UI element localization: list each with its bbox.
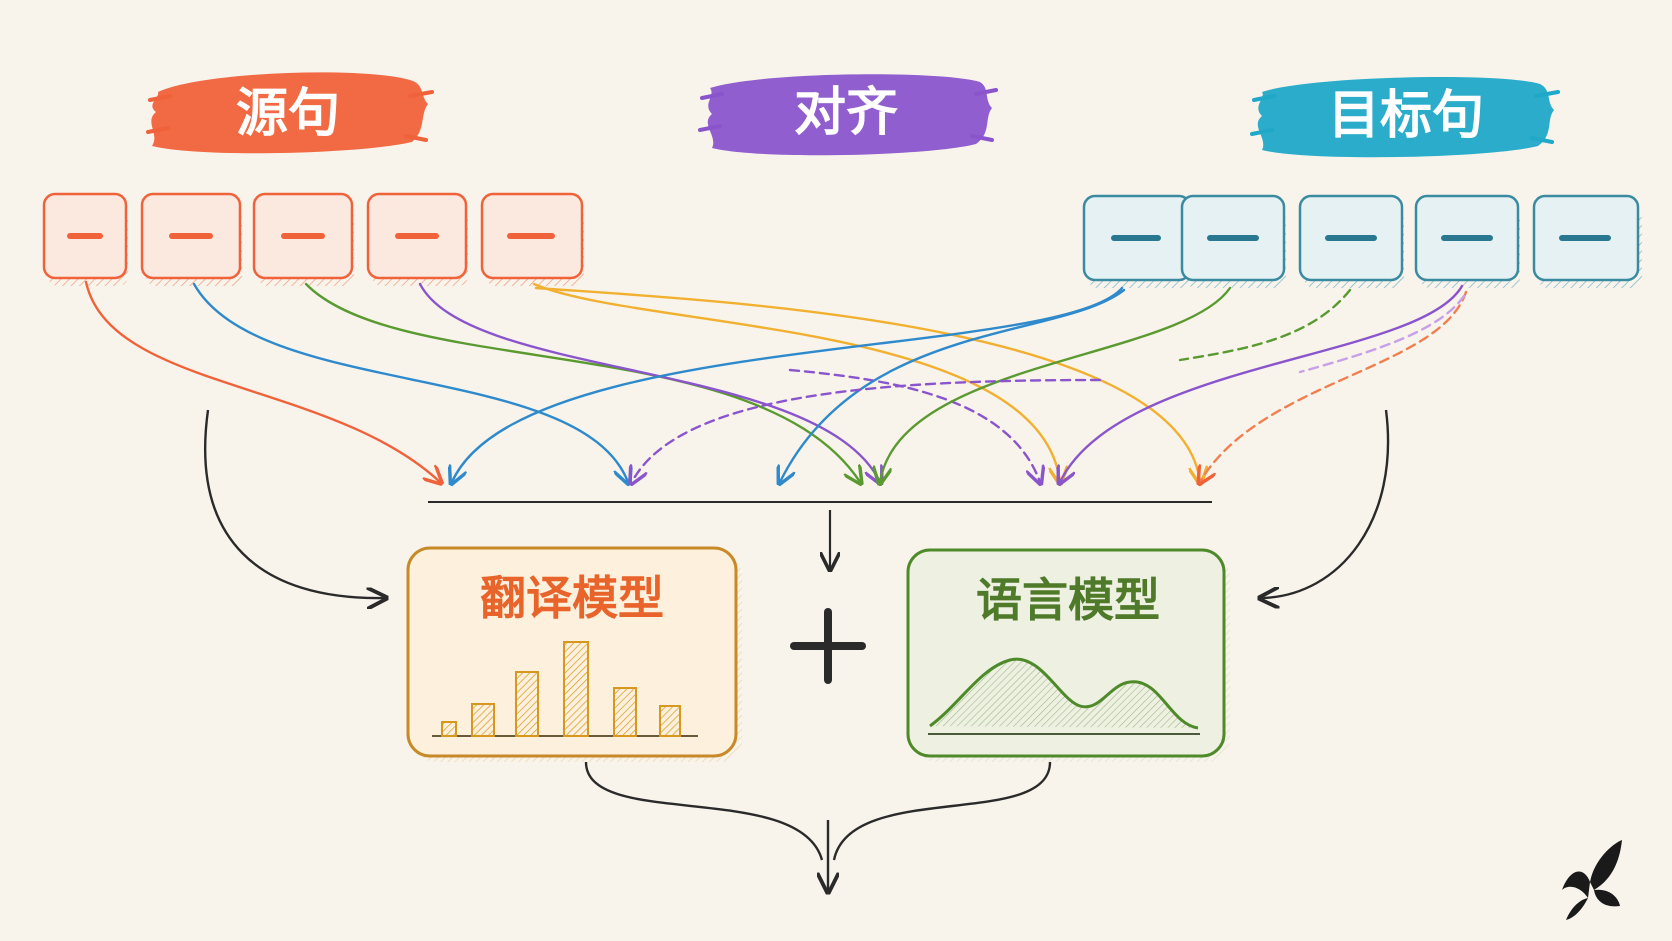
alignment-label-text: 对齐 xyxy=(794,83,898,143)
butterfly-icon xyxy=(1562,840,1622,920)
target-token xyxy=(1532,194,1642,288)
bar xyxy=(515,671,539,737)
bar xyxy=(613,687,637,737)
bar xyxy=(471,703,495,737)
source-label-text: 源句 xyxy=(236,84,340,144)
language-model: 语言模型 xyxy=(906,548,1230,762)
target-label: 目标句 xyxy=(1250,77,1560,158)
alignment-label: 对齐 xyxy=(698,74,998,156)
link-source-3-green xyxy=(304,282,860,482)
translation-model-title: 翻译模型 xyxy=(480,571,664,625)
merge-arrow-right xyxy=(832,761,1052,861)
link-target-5-orange-dashed xyxy=(1200,290,1468,482)
source-token xyxy=(480,192,584,286)
link-source-5-yellow-b xyxy=(534,286,1200,482)
language-density-curve-icon xyxy=(928,657,1200,735)
plus-sign xyxy=(790,608,866,684)
target-token xyxy=(1414,194,1520,288)
translation-bar-chart-icon xyxy=(432,641,698,737)
source-to-translation-arrow xyxy=(204,409,384,598)
target-label-brush xyxy=(1257,77,1554,158)
target-label-text: 目标句 xyxy=(1328,86,1484,146)
alignment-links xyxy=(84,280,1468,482)
link-target-3-green-dashed-visible xyxy=(1178,288,1352,362)
link-target-2-green xyxy=(880,286,1232,482)
target-token xyxy=(1298,194,1404,288)
bar xyxy=(441,721,457,737)
link-target-1-blue-b xyxy=(780,288,1126,482)
target-token xyxy=(1180,194,1286,288)
source-token xyxy=(366,192,468,286)
link-target-1-blue xyxy=(452,286,1124,482)
language-model-title: 语言模型 xyxy=(976,573,1160,627)
link-target-4-purple-dashed-b xyxy=(1298,294,1466,374)
link-target-4-purple-dashed xyxy=(632,378,1102,482)
source-token xyxy=(42,192,128,286)
link-source-4-purple xyxy=(418,282,880,482)
merge-arrow-left xyxy=(584,761,824,861)
link-target-4-purple xyxy=(1060,284,1464,482)
link-source-1-orange xyxy=(84,280,440,482)
source-label: 源句 xyxy=(146,72,434,154)
link-source-5-yellow xyxy=(532,282,1060,482)
bar xyxy=(659,705,681,737)
alignment-label-brush xyxy=(707,74,992,156)
link-source-4-purple-dashed xyxy=(788,368,1040,482)
target-to-language-arrow xyxy=(1262,409,1390,598)
translation-model: 翻译模型 xyxy=(406,546,742,762)
target-tokens xyxy=(1082,194,1642,288)
bar xyxy=(563,641,589,737)
source-token xyxy=(140,192,242,286)
source-token xyxy=(252,192,354,286)
source-tokens xyxy=(42,192,584,286)
target-token xyxy=(1082,194,1192,288)
source-label-brush xyxy=(151,72,428,154)
link-source-2-blue xyxy=(192,282,628,482)
